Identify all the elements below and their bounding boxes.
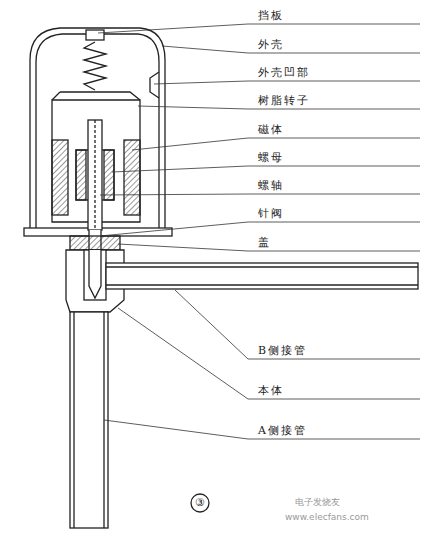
part-label: 本体	[258, 384, 284, 397]
pipe-wall	[106, 266, 418, 267]
part-label: 针阀	[258, 207, 284, 220]
valve-cap	[70, 236, 120, 250]
leader-line	[112, 166, 420, 172]
leader-line	[118, 308, 420, 399]
figure-number: ③	[195, 496, 205, 509]
part-label: 树脂转子	[258, 94, 310, 107]
needle-tip	[89, 250, 101, 298]
leader-lines	[98, 24, 420, 439]
spring	[84, 42, 106, 90]
part-label: B侧接管	[258, 344, 307, 357]
screw-shaft	[88, 120, 102, 230]
leader-line	[98, 24, 420, 33]
part-label: 外壳	[258, 38, 284, 51]
nut-thread	[104, 150, 114, 200]
leader-line	[100, 222, 420, 236]
shaft-axis	[94, 120, 95, 230]
leader-line	[175, 290, 420, 359]
rotor-top	[52, 92, 140, 100]
part-label: 螺轴	[258, 179, 284, 192]
a-side-pipe	[70, 312, 108, 528]
body-bore	[84, 250, 106, 300]
leader-line	[104, 420, 420, 439]
shell-recess	[150, 72, 159, 98]
outer-shell	[30, 28, 165, 235]
part-label: 挡板	[258, 9, 284, 22]
magnet	[52, 140, 68, 215]
nut-thread	[76, 150, 86, 200]
part-label: A侧接管	[258, 424, 307, 437]
pipe-wall	[73, 312, 74, 528]
part-label: 磁体	[258, 123, 284, 136]
b-side-pipe	[106, 263, 418, 289]
leader-line	[154, 81, 420, 84]
pipe-wall	[106, 284, 418, 285]
watermark: 电子发烧友	[295, 497, 340, 508]
watermark: www.elecfans.com	[285, 512, 369, 523]
leader-line	[100, 194, 420, 195]
shell-inner	[36, 34, 159, 230]
part-label: 外壳凹部	[258, 66, 310, 79]
magnet	[124, 140, 140, 215]
figure-circle	[191, 494, 209, 512]
part-label: 盖	[258, 236, 271, 249]
baffle	[86, 30, 104, 40]
leader-line	[162, 46, 420, 53]
part-label: 螺母	[258, 151, 284, 164]
leader-line	[132, 138, 420, 150]
